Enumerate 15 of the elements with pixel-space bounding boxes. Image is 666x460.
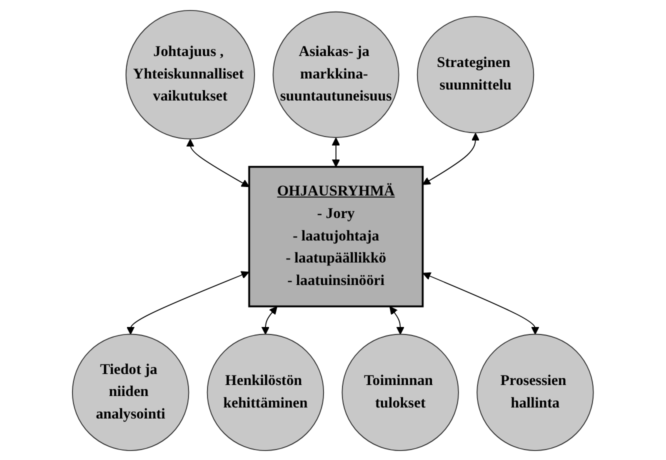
arrow [422, 132, 480, 184]
arrow [332, 137, 340, 167]
node-circle: Strateginen suunnittelu [417, 16, 534, 133]
node-circle: Prosessien hallinta [476, 333, 594, 450]
node-circle: Tiedot ja niiden analysointi [72, 333, 190, 450]
node-circle: Toiminnan tulokset [342, 333, 460, 450]
arrow [126, 270, 250, 334]
node-box: OHJAUSRYHMÄ - Jory - laatujohtaja - laatupäällikkö - laatuinsinööri [248, 165, 424, 307]
node-circle: Johtajuus , Yhteiskunnalliset vaikutukset [126, 9, 256, 139]
node-circle: Henkilöstön kehittäminen [206, 333, 324, 450]
arrow [186, 138, 250, 187]
arrow [261, 306, 278, 334]
node-circle: Asiakas- ja markkina- suuntautuneisuus [272, 10, 400, 138]
arrow [390, 306, 405, 334]
arrow [422, 272, 540, 334]
